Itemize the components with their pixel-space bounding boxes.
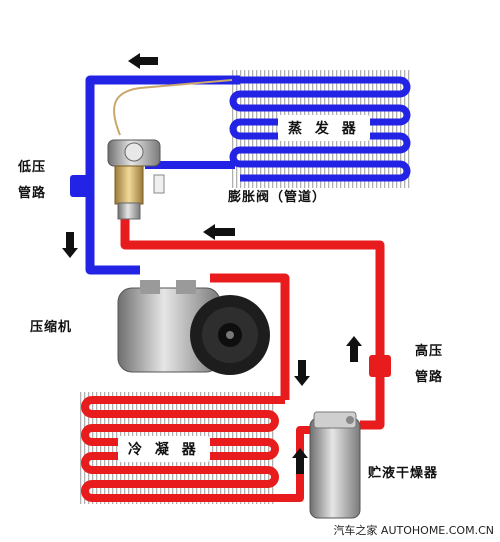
receiver-drier [309,411,361,519]
low-pressure-line-label: 低压 管路 [18,160,46,203]
arrow-down-right [294,360,310,386]
arrow-left-top [128,53,158,69]
expansion-valve-label: 膨胀阀（管道） [228,190,327,205]
high-pressure-line-label-2: 管路 [415,370,444,386]
arrow-up-high [346,336,362,362]
arrow-up-low [292,448,308,474]
arrow-down-left [62,232,78,258]
low-pressure-line-label-1: 低压 [18,160,47,175]
flow-arrows [62,53,362,474]
watermark: 汽车之家 AUTOHOME.COM.CN [333,524,494,537]
low-pressure-line-label-2: 管路 [18,186,47,202]
condenser-label: 冷 凝 器 [118,436,210,462]
low-pressure-pipe [70,75,240,275]
high-pressure-line-label-1: 高压 [415,344,444,359]
expansion-valve [107,139,165,220]
receiver-drier-label: 贮液干燥器 [368,466,439,481]
evaporator-label: 蒸 发 器 [278,115,370,141]
capillary-tube [113,79,233,136]
compressor [117,280,270,375]
compressor-label: 压缩机 [30,320,73,335]
high-pressure-line-label: 高压 管路 [415,344,443,387]
arrow-left-mid [203,224,235,240]
high-pressure-pipe [120,215,391,430]
